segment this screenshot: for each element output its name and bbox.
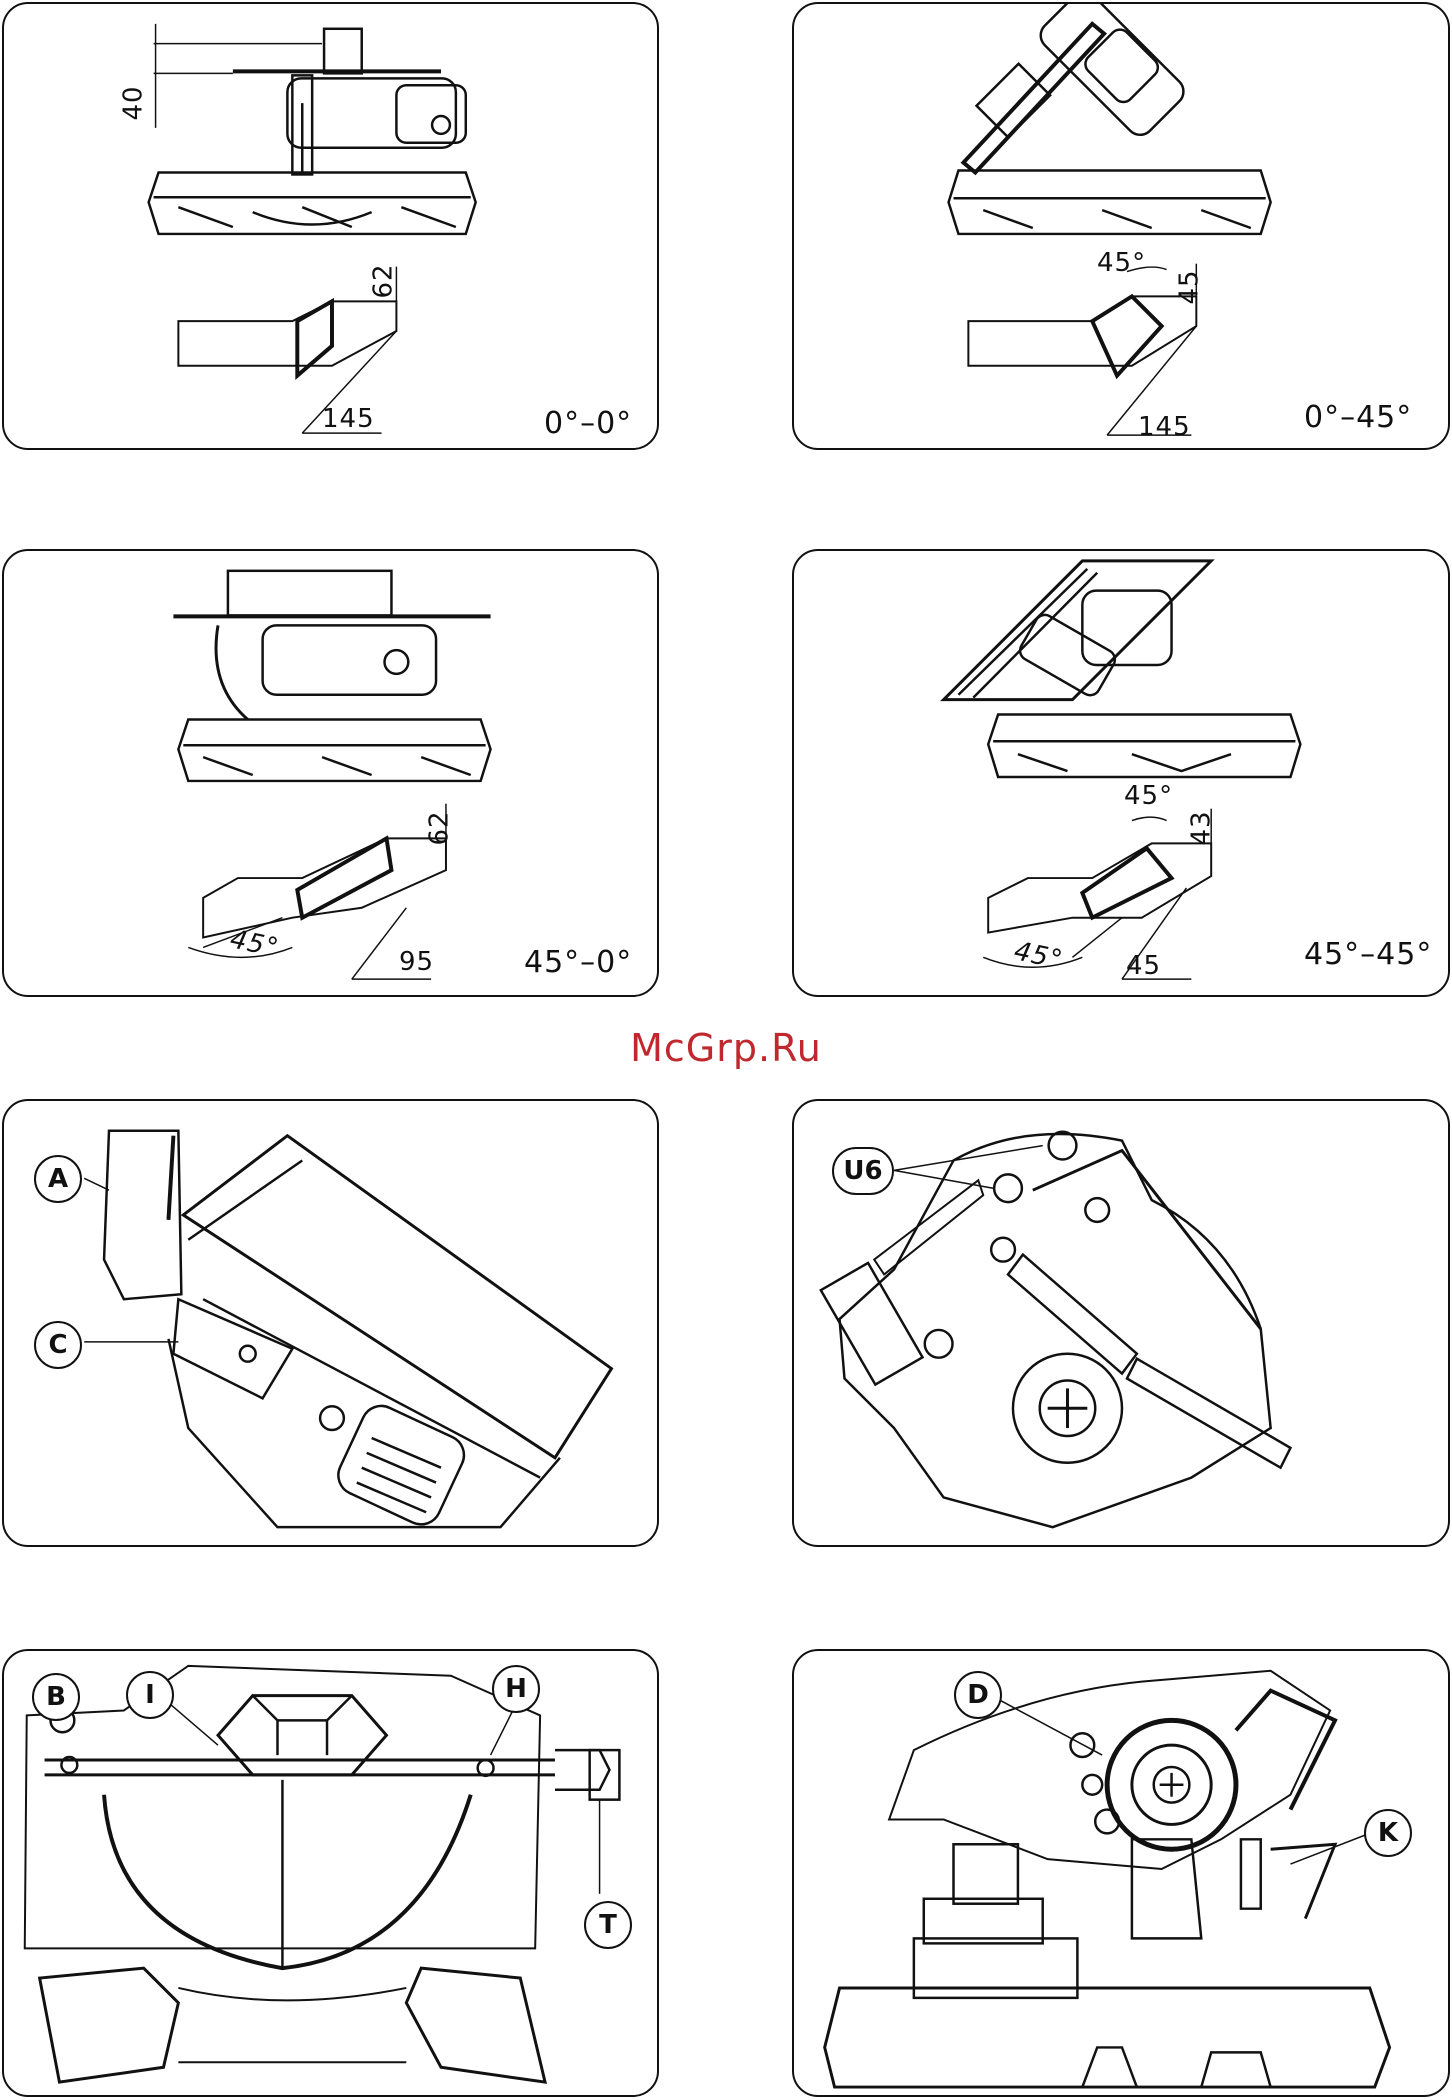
cut-angle-label: 45°–45°	[1304, 937, 1432, 972]
diagram-panel-45-0: 62 45° 95 45°–0°	[2, 549, 659, 997]
diagram-panel-part-u6: U6	[792, 1099, 1450, 1547]
dim-label-width: 145	[322, 404, 375, 434]
callout-h: H	[492, 1665, 540, 1713]
dim-label-height: 45	[1175, 269, 1205, 304]
saw-top-detail-drawing	[4, 1651, 657, 2095]
dim-label-width: 95	[399, 947, 434, 977]
dim-label-tilt: 45°	[1124, 781, 1173, 811]
diagram-panel-parts-b-i-h-t: B I H T	[2, 1649, 659, 2097]
cut-angle-label: 0°–45°	[1304, 400, 1412, 435]
diagram-panel-parts-a-c: A C	[2, 1099, 659, 1547]
dim-label-top: 40	[119, 85, 149, 120]
dim-label-height: 62	[369, 263, 399, 298]
saw-side-detail-drawing	[4, 1101, 657, 1545]
dim-label-width: 145	[1138, 412, 1191, 442]
diagram-panel-0-0: 40 62 145 0°–0°	[2, 2, 659, 450]
callout-b: B	[32, 1673, 80, 1721]
callout-t: T	[584, 1901, 632, 1949]
callout-u6: U6	[832, 1147, 894, 1195]
saw-miter-view-drawing	[4, 551, 657, 995]
saw-compound-view-drawing	[794, 551, 1448, 995]
callout-a: A	[34, 1155, 82, 1203]
dim-label-height: 62	[425, 810, 455, 845]
dim-label-tilt: 45°	[1097, 248, 1146, 278]
diagram-panel-0-45: 45° 45 145 0°–45°	[792, 2, 1450, 450]
cut-angle-label: 0°–0°	[544, 406, 632, 441]
diagram-panel-parts-d-k: D K	[792, 1649, 1450, 2097]
callout-k: K	[1364, 1809, 1412, 1857]
dim-label-width: 45	[1126, 951, 1161, 981]
saw-rear-detail-drawing	[794, 1651, 1448, 2095]
diagram-panel-45-45: 45° 43 45° 45 45°–45°	[792, 549, 1450, 997]
dim-label-height: 43	[1187, 810, 1217, 845]
callout-d: D	[954, 1671, 1002, 1719]
saw-bevel-view-drawing	[794, 4, 1448, 448]
callout-i: I	[126, 1671, 174, 1719]
cut-angle-label: 45°–0°	[524, 945, 632, 980]
callout-c: C	[34, 1321, 82, 1369]
saw-front-view-drawing	[4, 4, 657, 448]
watermark: McGrp.Ru	[0, 1026, 1452, 1070]
